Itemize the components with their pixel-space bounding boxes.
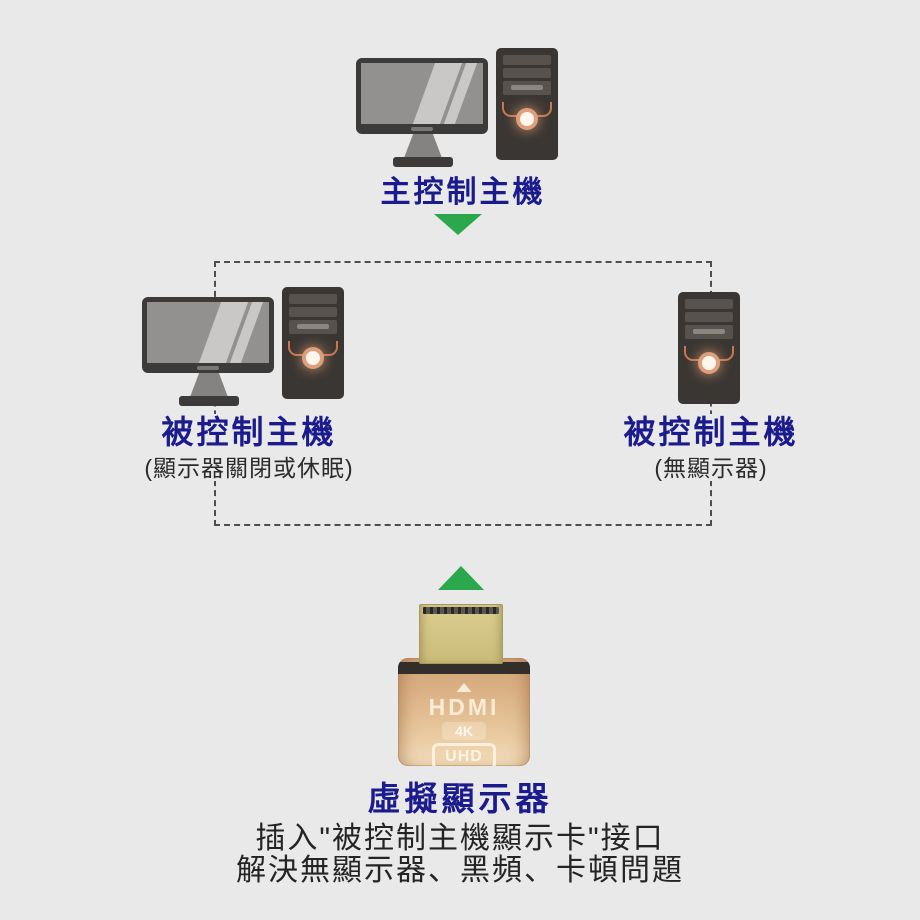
power-button-icon	[520, 112, 534, 126]
hdmi-connector-pins	[423, 607, 499, 614]
controlled-host-left-label-box: 被控制主機 (顯示器關閉或休眠)	[84, 414, 414, 482]
tower-icon	[282, 287, 344, 399]
controlled-host-left-sublabel: (顯示器關閉或休眠)	[144, 454, 354, 481]
hdmi-logo-triangle-icon	[456, 683, 472, 692]
tower-drive-bay	[503, 68, 551, 78]
tower-icon	[496, 48, 558, 160]
badge-4k: 4K	[442, 722, 486, 740]
monitor-icon	[356, 58, 488, 134]
tower-drive-slot	[693, 329, 725, 334]
monitor-stand-neck	[190, 373, 228, 397]
tower-drive-slot	[297, 324, 329, 329]
power-button-icon	[306, 351, 320, 365]
tower-drive-slot	[511, 85, 543, 90]
tower-drive-bay	[685, 299, 733, 309]
monitor-notch	[197, 366, 219, 370]
tower-drive-bay	[289, 307, 337, 317]
controlled-host-left-computer-icon	[142, 287, 346, 413]
controlled-host-right-label-box: 被控制主機 (無顯示器)	[546, 414, 876, 482]
arrow-up-icon	[438, 566, 484, 590]
virtual-display-label: 虛擬顯示器	[367, 780, 553, 817]
badge-uhd: UHD	[432, 743, 496, 766]
master-host-label-box: 主控制主機	[298, 176, 628, 211]
master-host-computer-icon	[356, 48, 560, 174]
hdmi-socket-band	[398, 662, 530, 674]
hdmi-connector	[419, 604, 503, 664]
monitor-stand-base	[179, 396, 239, 406]
hdmi-dummy-plug-icon: HDMI 4K UHD	[398, 604, 530, 766]
monitor-stand-base	[393, 157, 453, 167]
tower-drive-bay	[289, 294, 337, 304]
monitor-screen	[361, 63, 483, 124]
tower-drive-bay	[503, 81, 551, 95]
hdmi-plug-body: HDMI 4K UHD	[398, 658, 530, 766]
tower-drive-bay	[503, 55, 551, 65]
monitor-icon	[142, 297, 274, 373]
monitor-notch	[411, 127, 433, 131]
controlled-host-left-label: 被控制主機	[161, 414, 337, 450]
hdmi-logo-text: HDMI	[428, 694, 500, 720]
tower-drive-bay	[289, 320, 337, 334]
controlled-host-right-sublabel: (無顯示器)	[654, 454, 768, 481]
caption-line-1: 插入"被控制主機顯示卡"接口	[255, 822, 665, 855]
power-button-icon	[702, 356, 716, 370]
master-host-label: 主控制主機	[380, 176, 546, 209]
caption-line-2: 解決無顯示器、黑頻、卡頓問題	[236, 854, 684, 887]
tower-drive-bay	[685, 325, 733, 339]
controlled-host-right-label: 被控制主機	[623, 414, 799, 450]
arrow-down-icon	[434, 214, 482, 235]
monitor-screen	[147, 302, 269, 363]
tower-drive-bay	[685, 312, 733, 322]
controlled-host-right-tower-icon	[678, 292, 740, 404]
monitor-stand-neck	[404, 134, 442, 158]
